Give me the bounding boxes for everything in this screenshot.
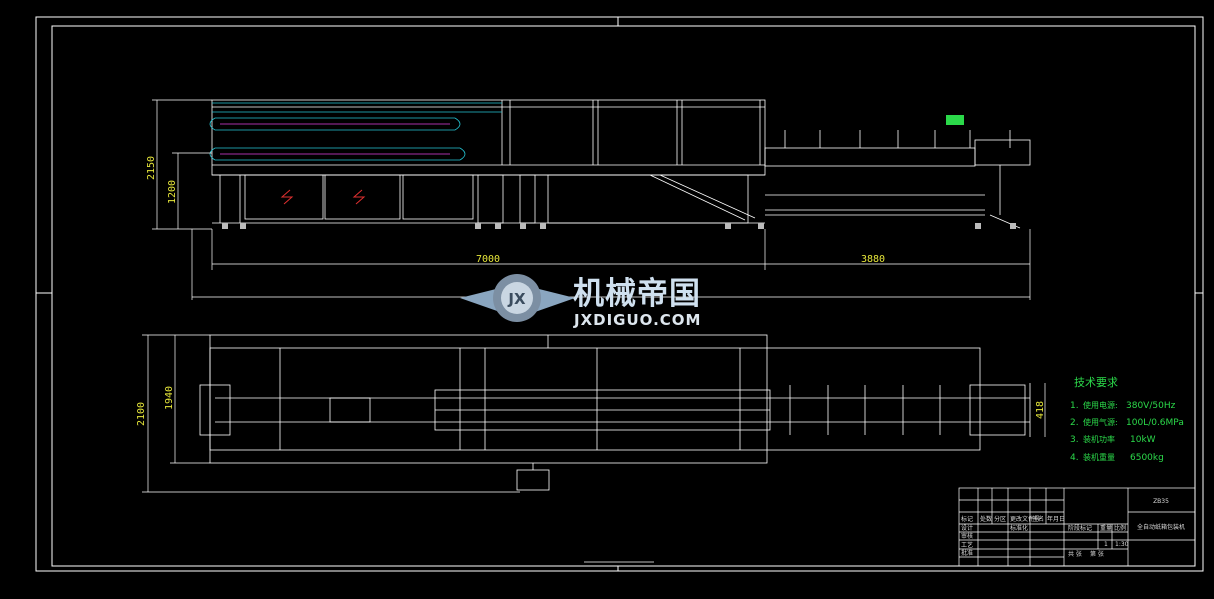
tech-req-value-3: 10kW bbox=[1130, 435, 1156, 445]
tb-row-zone: 分区 bbox=[994, 515, 1006, 523]
break-symbol-icon bbox=[280, 189, 366, 205]
front-elevation bbox=[209, 99, 1031, 229]
tech-req-num-2: 2. bbox=[1070, 418, 1079, 428]
tech-req-value-1: 380V/50Hz bbox=[1126, 401, 1176, 411]
tb-design-label: 设计 bbox=[961, 524, 973, 532]
dim-length-main: 7000 bbox=[476, 254, 500, 265]
tb-review-label: 审核 bbox=[961, 532, 973, 540]
tb-row-changedoc: 更改文件号 bbox=[1010, 515, 1040, 523]
tb-sheet-num: 1 bbox=[1104, 541, 1108, 548]
title-block bbox=[958, 487, 1196, 567]
tb-sheet2-label: 第 张 bbox=[1090, 550, 1104, 558]
tech-req-value-4: 6500kg bbox=[1130, 453, 1164, 463]
dim-width-overall: 2100 bbox=[136, 402, 147, 426]
tb-std-label: 标准化 bbox=[1010, 524, 1028, 532]
tb-stage-label: 阶段标记 bbox=[1068, 524, 1092, 532]
tb-process-label: 工艺 bbox=[961, 541, 973, 549]
tech-req-label-4: 装机重量 bbox=[1083, 452, 1115, 462]
tb-row-sign: 签名 bbox=[1032, 515, 1044, 523]
dim-length-conveyor: 3880 bbox=[861, 254, 885, 265]
dim-width-side: 418 bbox=[1035, 401, 1046, 419]
tb-row-date: 年月日 bbox=[1047, 515, 1065, 523]
control-box-icon bbox=[946, 115, 964, 125]
tb-row-mark: 标记 bbox=[961, 515, 973, 523]
logo-jx-text: JX bbox=[507, 290, 526, 308]
dimension-lines-plan bbox=[142, 334, 1046, 493]
tech-req-num-3: 3. bbox=[1070, 435, 1079, 445]
dimension-lines-front bbox=[152, 99, 1031, 300]
tech-req-num-1: 1. bbox=[1070, 401, 1079, 411]
tb-scale-label: 比例 bbox=[1114, 524, 1126, 532]
watermark-logo: JX bbox=[460, 274, 575, 322]
tech-req-num-4: 4. bbox=[1070, 453, 1079, 463]
plan-view bbox=[199, 334, 1031, 491]
watermark-url: JXDIGUO.COM bbox=[573, 311, 701, 329]
tech-req-list: 1. 使用电源: 380V/50Hz 2. 使用气源: 100L/0.6MPa … bbox=[1070, 400, 1184, 463]
dim-height-overall: 2150 bbox=[146, 156, 157, 180]
drawing-name: 全自动纸箱包装机 bbox=[1137, 523, 1185, 531]
tb-weight-label: 重量 bbox=[1100, 524, 1112, 532]
dim-height-lower: 1200 bbox=[167, 180, 178, 204]
tech-req-label-1: 使用电源: bbox=[1083, 400, 1118, 410]
tech-req-label-2: 使用气源: bbox=[1083, 417, 1118, 427]
tech-req-value-2: 100L/0.6MPa bbox=[1126, 418, 1184, 428]
tb-approve-label: 批准 bbox=[961, 549, 973, 557]
tb-sheet-label: 共 张 bbox=[1068, 550, 1082, 558]
tech-req-label-3: 装机功率 bbox=[1083, 434, 1115, 444]
tb-scale-value: 1:30 bbox=[1115, 541, 1129, 548]
watermark-title: 机械帝国 bbox=[573, 276, 701, 312]
bottom-ruler bbox=[584, 561, 654, 567]
drawing-number: ZB35 bbox=[1153, 498, 1169, 505]
tech-req-heading: 技术要求 bbox=[1074, 376, 1118, 389]
dim-width-inner: 1940 bbox=[164, 386, 175, 410]
tb-row-count: 处数 bbox=[980, 515, 992, 523]
